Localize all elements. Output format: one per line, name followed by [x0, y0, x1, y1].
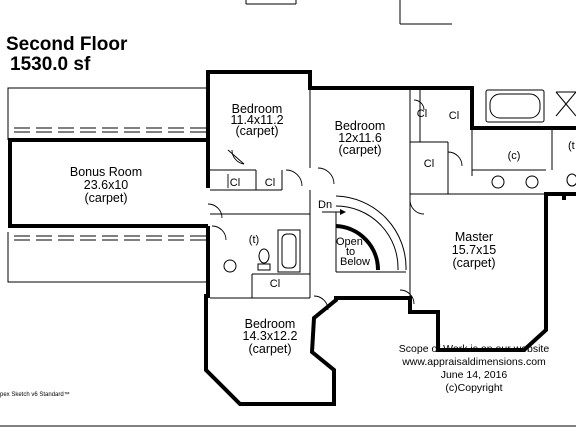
toilet-hall [258, 248, 270, 264]
copyright: (c)Copyright [445, 382, 502, 394]
closet-label: Cl [265, 177, 275, 189]
bedroom2-name: Bedroom [335, 119, 386, 133]
closet-label: Cl [424, 158, 434, 170]
master-floor: (carpet) [452, 256, 495, 270]
master-size: 15.7x15 [452, 243, 497, 257]
open-to-below-label: to [346, 246, 355, 258]
bathtub-hall [277, 229, 301, 273]
bedroom2-floor: (carpet) [338, 143, 381, 157]
lower-roof-outline [7, 87, 208, 283]
bedroom3-floor: (carpet) [248, 342, 291, 356]
closet-label: Cl [270, 278, 280, 290]
room-master: Master 15.7x15 (carpet) [452, 230, 497, 270]
bedroom1-size: 11.4x11.2 [230, 113, 283, 127]
room-bedroom-2: Bedroom 12x11.6 (carpet) [335, 119, 386, 157]
toilet-master [566, 173, 576, 187]
room-bonus: Bonus Room 23.6x10 (carpet) [70, 165, 142, 205]
floor-area: 1530.0 sf [10, 54, 91, 75]
closet-label: Cl [417, 108, 427, 120]
sink-master-2 [525, 175, 539, 189]
master-name: Master [455, 230, 493, 244]
bonus-size: 23.6x10 [84, 178, 129, 192]
bath-floor-label: (t) [249, 234, 259, 246]
room-bedroom-1: Bedroom 11.4x11.2 (carpet) [230, 102, 283, 138]
bonus-name: Bonus Room [70, 165, 142, 179]
bedroom3-size: 14.3x12.2 [243, 329, 298, 343]
bedroom2-size: 12x11.6 [338, 131, 382, 145]
sink-master-1 [491, 175, 505, 189]
top-partial-lines [245, 0, 452, 25]
room-bedroom-3: Bedroom 14.3x12.2 (carpet) [243, 317, 298, 356]
stair-down-label: Dn [318, 199, 332, 211]
sink-hall [223, 259, 237, 273]
fixtures [223, 89, 576, 273]
bedroom3-name: Bedroom [245, 317, 296, 331]
bonus-floor: (carpet) [84, 191, 127, 205]
floor-title: Second Floor [6, 34, 128, 55]
bath-floor-label: (t [568, 140, 575, 152]
door-swings [207, 99, 463, 311]
open-to-below-label: Open [336, 236, 363, 248]
website: www.appraisaldimensions.com [401, 356, 546, 368]
software-credit: pex Sketch v6 Standard™ [0, 391, 70, 398]
copyright-note: Scope of Work is on our website www.appr… [399, 343, 550, 394]
open-to-below-label: Below [340, 256, 370, 268]
staircase [322, 195, 407, 273]
bedroom1-floor: (carpet) [235, 124, 278, 138]
bath-floor-label: (c) [508, 150, 521, 162]
closet-label: Cl [449, 110, 459, 122]
date: June 14, 2016 [441, 369, 508, 381]
bathtub-master [485, 89, 545, 123]
bedroom1-name: Bedroom [232, 102, 283, 116]
interior-walls [210, 88, 553, 299]
scope-note: Scope of Work is on our website [399, 343, 550, 355]
closet-label: Cl [230, 177, 240, 189]
